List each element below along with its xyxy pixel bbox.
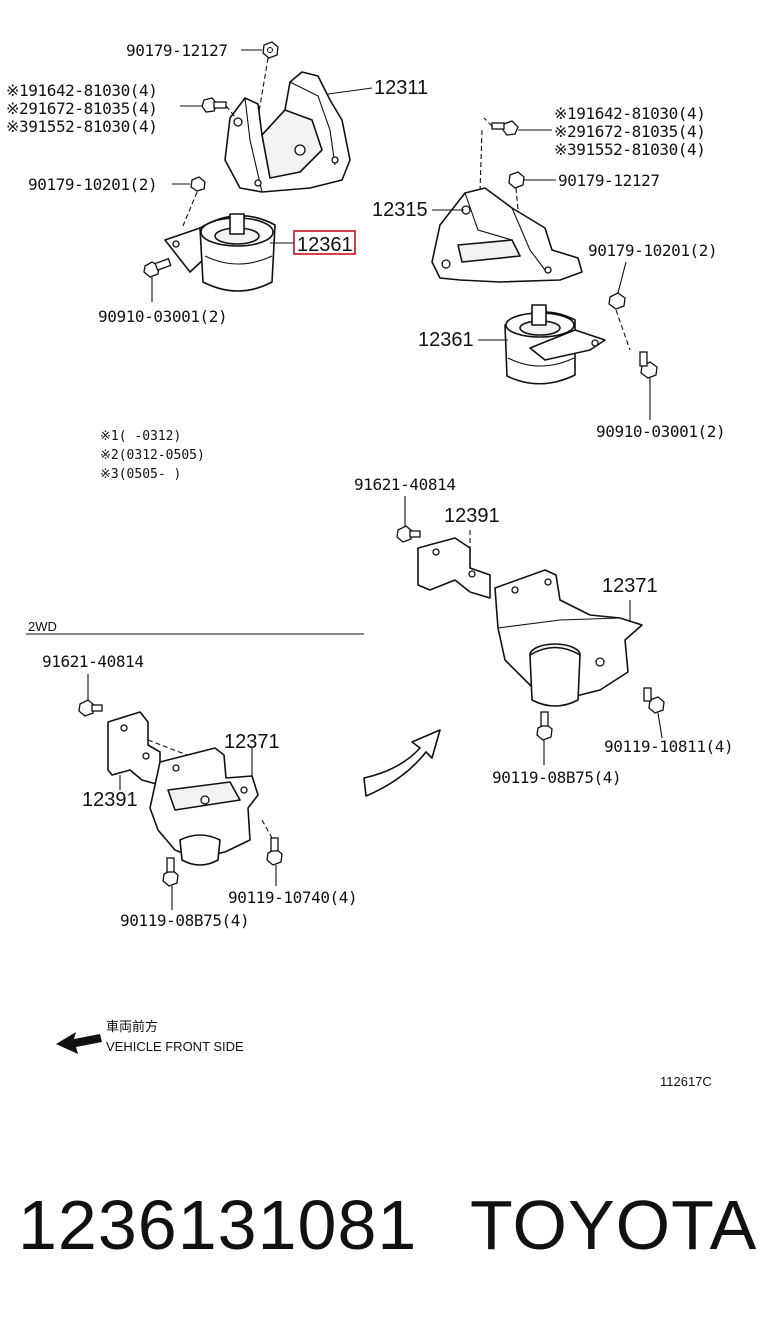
bolt-alt-top-right[interactable] <box>491 120 519 136</box>
footer-part-number: 1236131081 <box>18 1186 418 1264</box>
bolt-90910-03001-top-right[interactable] <box>639 351 658 379</box>
bolt-91621-40814-left[interactable] <box>78 699 103 717</box>
bolt-91621-40814-right[interactable] <box>396 525 421 543</box>
bracket-12371-left[interactable] <box>149 747 259 866</box>
mount-12361-top-left[interactable] <box>164 213 276 292</box>
label-12361-a: 12361 <box>297 234 353 256</box>
label-90179-12127-a: 90179-12127 <box>126 41 228 60</box>
nut-90179-12127-top-right[interactable] <box>508 171 525 189</box>
nut-90179-10201-top-left[interactable] <box>190 176 206 192</box>
label-2wd: 2WD <box>28 619 57 634</box>
bolt-90910-03001-top-left[interactable] <box>143 257 172 278</box>
nut-90179-10201-top-right[interactable] <box>608 292 626 310</box>
bolt-90119-08B75-right[interactable] <box>536 711 553 741</box>
label-alt2-b: ※291672-81035(4) <box>554 122 706 141</box>
label-12371-a: 12371 <box>602 575 658 597</box>
label-12311: 12311 <box>374 77 428 99</box>
front-arrow-icon <box>56 1032 102 1054</box>
label-90119-08B75-a: 90119-08B75(4) <box>492 768 621 787</box>
note-3: ※3(0505- ) <box>100 467 181 482</box>
label-90119-08B75-b: 90119-08B75(4) <box>120 911 249 930</box>
note-2: ※2(0312-0505) <box>100 448 205 463</box>
label-91621-40814-b: 91621-40814 <box>42 652 144 671</box>
footer-brand: TOYOTA <box>470 1186 758 1264</box>
bolt-90119-10811[interactable] <box>643 687 665 714</box>
bracket-12315[interactable] <box>431 187 583 283</box>
label-90119-10811: 90119-10811(4) <box>604 737 733 756</box>
transition-arrow <box>363 729 441 797</box>
highlight-box-12361 <box>293 230 356 255</box>
diagram-code: 112617C <box>660 1074 712 1089</box>
label-alt3-b: ※391552-81030(4) <box>554 140 706 159</box>
bracket-12391-right[interactable] <box>417 537 491 599</box>
label-12391-a: 12391 <box>444 505 500 527</box>
label-alt1-b: ※191642-81030(4) <box>554 104 706 123</box>
label-front-en: VEHICLE FRONT SIDE <box>106 1039 244 1054</box>
label-90179-10201-b: 90179-10201(2) <box>588 241 717 260</box>
label-90179-10201-a: 90179-10201(2) <box>28 175 157 194</box>
label-90910-03001-b: 90910-03001(2) <box>596 422 725 441</box>
label-12371-b: 12371 <box>224 731 280 753</box>
bolt-alt-top-left[interactable] <box>201 97 227 113</box>
mount-12361-top-right[interactable] <box>504 304 606 385</box>
label-12315: 12315 <box>372 199 428 221</box>
nut-90179-12127-top-left[interactable] <box>262 41 279 59</box>
label-12361-b: 12361 <box>418 329 474 351</box>
label-front-jp: 車両前方 <box>106 1019 158 1034</box>
label-alt3-a: ※391552-81030(4) <box>6 117 158 136</box>
note-1: ※1( -0312) <box>100 429 181 444</box>
bracket-12391-left[interactable] <box>107 711 161 786</box>
label-90910-03001-a: 90910-03001(2) <box>98 307 227 326</box>
bracket-12371-right[interactable] <box>494 569 643 707</box>
label-alt2-a: ※291672-81035(4) <box>6 99 158 118</box>
label-alt1-a: ※191642-81030(4) <box>6 81 158 100</box>
label-91621-40814-a: 91621-40814 <box>354 475 456 494</box>
bolt-90119-10740[interactable] <box>266 837 283 866</box>
label-90119-10740: 90119-10740(4) <box>228 888 357 907</box>
label-90179-12127-b: 90179-12127 <box>558 171 660 190</box>
label-12391-b: 12391 <box>82 789 138 811</box>
bracket-12311[interactable] <box>224 71 351 193</box>
bolt-90119-08B75-left[interactable] <box>162 857 179 887</box>
